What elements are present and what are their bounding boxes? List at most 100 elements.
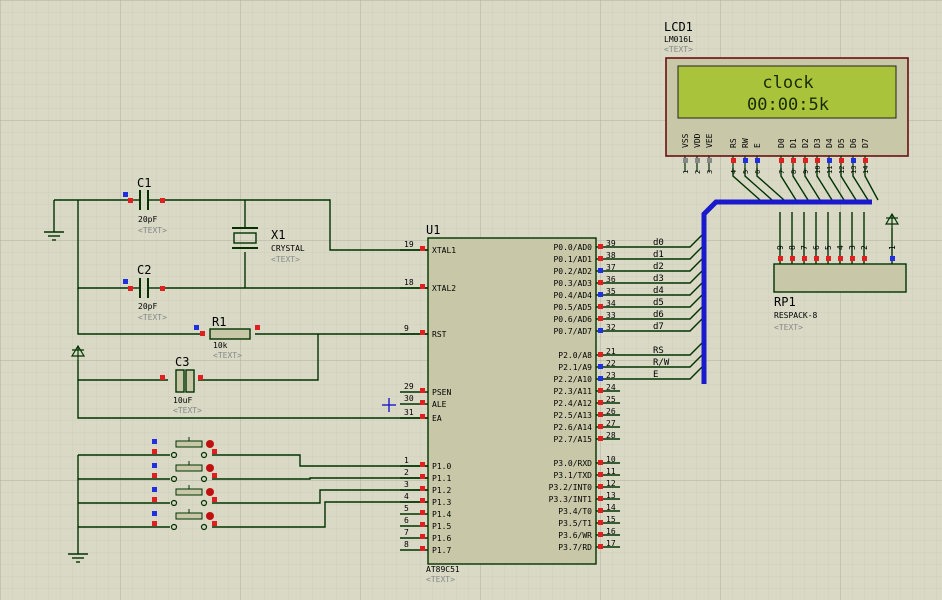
rp1-pin[interactable]: 8 <box>788 245 797 261</box>
rp1-pin[interactable]: 2 <box>860 245 869 261</box>
rp1-pin[interactable]: 4 <box>836 245 845 261</box>
pin-number: 36 <box>606 275 616 284</box>
resistor-r1[interactable]: R1 10k <TEXT> <box>194 315 260 360</box>
lcd-pin-rw[interactable]: RW5 <box>741 138 750 174</box>
lcd-pin-d1[interactable]: D18 <box>789 138 798 174</box>
pin-number: 35 <box>606 287 616 296</box>
rp1-pin[interactable]: 6 <box>812 245 821 261</box>
microcontroller-u1[interactable]: U1 AT89C51 <TEXT> 19XTAL118XTAL29RST29PS… <box>400 223 670 584</box>
push-button[interactable] <box>152 485 217 507</box>
lcd-pin-d0[interactable]: D07 <box>777 138 786 174</box>
u1-pin-p1-4[interactable]: 5P1.4 <box>400 504 451 519</box>
pin-number: 7 <box>404 528 409 537</box>
push-button[interactable] <box>152 437 217 459</box>
pin-label: D7 <box>861 138 870 148</box>
u1-pin-p1-2[interactable]: 3P1.2 <box>400 480 451 495</box>
net-label: d3 <box>653 274 664 284</box>
pin-name: P1.1 <box>432 474 451 483</box>
lcd-pin-rs[interactable]: RS4 <box>729 138 738 174</box>
pin-number: 17 <box>606 539 616 548</box>
data-bus <box>701 199 872 384</box>
capacitor-c3[interactable]: C3 10uF <TEXT> <box>160 355 203 415</box>
lcd-pin-d2[interactable]: D29 <box>801 138 810 174</box>
rp1-pin[interactable]: 1 <box>888 245 897 261</box>
x1-ref: X1 <box>271 228 285 242</box>
u1-pin-p1-1[interactable]: 2P1.1 <box>400 468 451 483</box>
pin-number: 1 <box>888 245 897 250</box>
pin-number: 21 <box>606 347 616 356</box>
crystal-x1[interactable]: X1 CRYSTAL <TEXT> <box>232 227 305 264</box>
net-label: d0 <box>653 238 664 248</box>
pin-number: 7 <box>800 245 809 250</box>
u1-pin-p1-3[interactable]: 4P1.3 <box>400 492 451 507</box>
wires <box>53 168 893 554</box>
pin-name: P3.2/INT0 <box>549 483 593 492</box>
lcd-pin-e[interactable]: E6 <box>753 143 762 174</box>
rp1-text-tag: <TEXT> <box>774 323 803 332</box>
pin-number: 27 <box>606 419 616 428</box>
c1-ref: C1 <box>137 176 151 190</box>
u1-pin-p1-0[interactable]: 1P1.0 <box>400 456 451 471</box>
push-button[interactable] <box>152 509 217 531</box>
rp1-pin[interactable]: 7 <box>800 245 809 261</box>
u1-pin-p1-7[interactable]: 8P1.7 <box>400 540 451 555</box>
rp1-pin[interactable]: 9 <box>776 245 785 261</box>
pin-number: 7 <box>778 170 786 174</box>
c2-value: 20pF <box>138 302 157 311</box>
push-button[interactable] <box>152 461 217 483</box>
pin-name: P2.5/A13 <box>553 411 592 420</box>
pin-name: P3.6/WR <box>558 531 592 540</box>
pin-name: P3.4/T0 <box>558 507 592 516</box>
u1-pin-p1-5[interactable]: 6P1.5 <box>400 516 451 531</box>
capacitor-c1[interactable]: C1 20pF <TEXT> <box>123 176 167 235</box>
pin-number: 5 <box>404 504 409 513</box>
rp1-pin[interactable]: 3 <box>848 245 857 261</box>
capacitor-c2[interactable]: C2 20pF <TEXT> <box>123 263 167 322</box>
u1-pin-p1-6[interactable]: 7P1.6 <box>400 528 451 543</box>
pin-number: 1 <box>404 456 409 465</box>
rp1-pin[interactable]: 5 <box>824 245 833 261</box>
lcd-module[interactable]: LCD1 LM016L <TEXT> clock 00:00:5k VSS1VD… <box>664 20 909 174</box>
pin-number: 3 <box>404 480 409 489</box>
